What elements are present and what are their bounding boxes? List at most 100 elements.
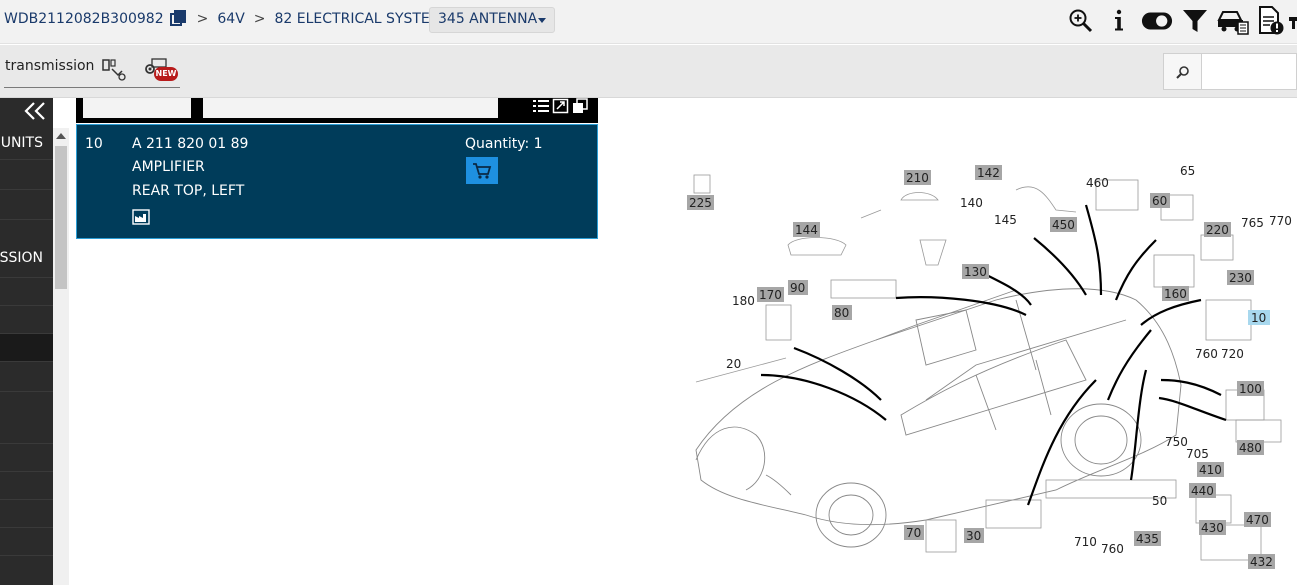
subgroup-dropdown[interactable]: 345 ANTENNA [429, 7, 555, 33]
sidebar-item[interactable] [0, 444, 53, 472]
sidebar-item[interactable] [0, 278, 53, 306]
key-icon[interactable] [1289, 5, 1297, 37]
callout-30: 30 [964, 528, 984, 543]
secondary-toolbar-icons: NEW [100, 57, 184, 83]
svg-text:470: 470 [1246, 513, 1269, 527]
svg-text:144: 144 [795, 223, 818, 237]
sidebar-scrollbar[interactable] [53, 128, 69, 585]
svg-text:90: 90 [790, 281, 805, 295]
search-icon [1175, 65, 1189, 79]
parts-filter-field[interactable] [83, 98, 197, 118]
svg-text:460: 460 [1086, 176, 1109, 190]
callout-705: 705 [1186, 447, 1209, 461]
sidebar-item[interactable]: SSION [0, 220, 53, 278]
callout-440: 440 [1189, 483, 1216, 498]
sidebar-item[interactable] [0, 528, 53, 556]
callout-20: 20 [726, 357, 741, 371]
search-input[interactable] [1202, 53, 1297, 90]
sidebar-item[interactable] [0, 160, 53, 190]
part-sketches [693, 174, 1282, 561]
callout-460: 460 [1086, 176, 1109, 190]
transmission-label[interactable]: transmission [5, 58, 95, 74]
svg-text:70: 70 [906, 526, 921, 540]
sidebar-item[interactable] [0, 500, 53, 528]
breadcrumb-separator: > [196, 11, 209, 27]
sidebar-item[interactable] [0, 556, 53, 585]
callout-230: 230 [1227, 270, 1254, 285]
breadcrumb-item-model[interactable]: 64V [217, 11, 245, 27]
svg-text:450: 450 [1052, 218, 1075, 232]
svg-text:30: 30 [966, 529, 981, 543]
document-alert-icon[interactable] [1255, 5, 1287, 37]
callout-430: 430 [1199, 520, 1226, 535]
svg-text:410: 410 [1199, 463, 1222, 477]
info-icon[interactable] [1103, 5, 1135, 37]
scroll-up-icon[interactable] [56, 133, 66, 139]
zoom-in-icon[interactable] [1065, 5, 1097, 37]
scrollbar-thumb[interactable] [55, 146, 67, 289]
callout-710: 710 [1074, 535, 1097, 549]
svg-text:140: 140 [960, 196, 983, 210]
new-feature-icon[interactable]: NEW [142, 57, 184, 83]
svg-text:760: 760 [1195, 347, 1218, 361]
parts-diagram[interactable]: 225 210 142 140 144 145 450 460 65 60 22… [676, 150, 1297, 585]
swap-parts-icon[interactable] [100, 57, 132, 83]
toolbar-underline [4, 87, 180, 88]
panel-view-icons [532, 98, 588, 114]
list-view-icon[interactable] [532, 98, 550, 114]
callout-140: 140 [960, 196, 983, 210]
callout-70: 70 [904, 525, 924, 540]
svg-text:710: 710 [1074, 535, 1097, 549]
subgroup-dropdown-value: 345 ANTENNA [438, 11, 538, 27]
expand-icon[interactable] [552, 98, 570, 114]
toggle-icon[interactable] [1141, 5, 1173, 37]
copy-icon[interactable] [169, 10, 188, 28]
svg-text:60: 60 [1152, 194, 1167, 208]
sidebar-item[interactable] [0, 392, 53, 444]
double-chevron-left-icon [24, 102, 45, 120]
callout-144: 144 [793, 222, 820, 237]
cart-icon [473, 162, 492, 179]
collapse-sidebar-button[interactable] [0, 98, 53, 124]
car-outline [695, 288, 1182, 548]
sidebar-item[interactable] [0, 472, 53, 500]
callout-145: 145 [994, 213, 1017, 227]
svg-text:160: 160 [1164, 287, 1187, 301]
callout-80: 80 [832, 305, 852, 320]
sidebar-item[interactable]: ND [0, 362, 53, 392]
breadcrumb-item-group[interactable]: 82 ELECTRICAL SYSTEM [274, 11, 442, 27]
breadcrumb-vin[interactable]: WDB2112082B300982 [4, 11, 164, 27]
search-button[interactable] [1163, 53, 1202, 90]
filter-icon[interactable] [1179, 5, 1211, 37]
factory-icon[interactable] [132, 209, 150, 229]
callout-220: 220 [1204, 222, 1231, 237]
parts-search-field[interactable] [203, 98, 498, 118]
add-to-cart-button[interactable] [466, 157, 498, 184]
svg-text:765: 765 [1241, 216, 1264, 230]
callout-432: 432 [1248, 554, 1275, 569]
sidebar-item[interactable] [0, 190, 53, 220]
callout-225: 225 [687, 195, 714, 210]
top-bar: WDB2112082B300982 > 64V > 82 ELECTRICAL … [0, 0, 1297, 44]
secondary-toolbar: transmission NEW [0, 45, 1297, 98]
sidebar-item-active[interactable] [0, 334, 53, 362]
svg-text:145: 145 [994, 213, 1017, 227]
copy-window-icon[interactable] [572, 98, 588, 114]
sidebar-item[interactable] [0, 306, 53, 334]
vehicle-icon[interactable] [1217, 5, 1249, 37]
breadcrumb: WDB2112082B300982 > 64V > 82 ELECTRICAL … [4, 10, 472, 28]
callout-760: 760 [1195, 347, 1218, 361]
svg-text:100: 100 [1239, 382, 1262, 396]
breadcrumb-separator: > [253, 11, 266, 27]
svg-text:220: 220 [1206, 223, 1229, 237]
sidebar: UNITS SSION ND [0, 98, 53, 585]
callout-470: 470 [1244, 512, 1271, 527]
callout-450: 450 [1050, 217, 1077, 232]
svg-text:230: 230 [1229, 271, 1252, 285]
part-number: A 211 820 01 89 [132, 136, 249, 152]
svg-text:225: 225 [689, 196, 712, 210]
sidebar-item[interactable]: UNITS [0, 128, 53, 160]
svg-text:440: 440 [1191, 484, 1214, 498]
caret-down-icon [538, 18, 546, 23]
part-row[interactable]: 10 A 211 820 01 89 AMPLIFIER REAR TOP, L… [76, 124, 598, 239]
